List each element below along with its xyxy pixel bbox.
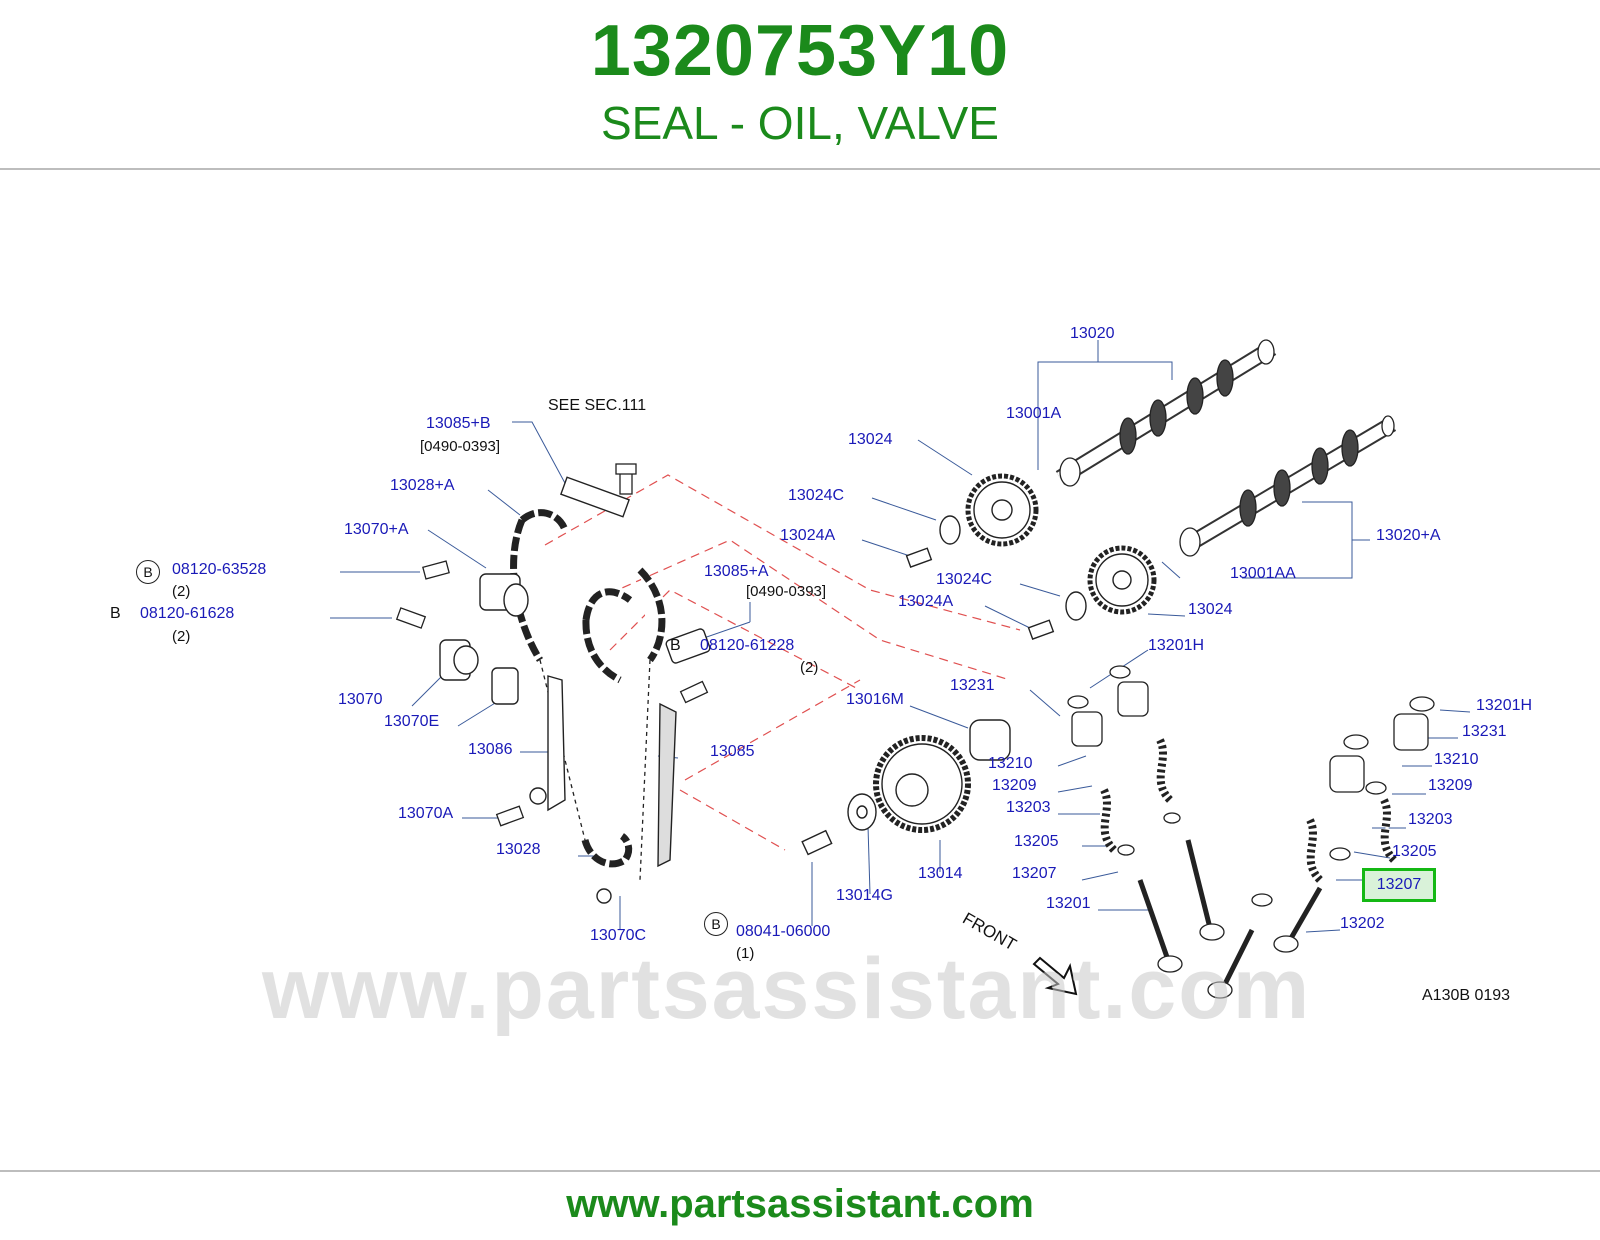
part-label-13020A[interactable]: 13020+A [1376,527,1441,544]
part-label-13210-2[interactable]: 13210 [1434,751,1479,768]
part-label-13070A[interactable]: 13070A [398,805,454,822]
part-name-subtitle: SEAL - OIL, VALVE [601,97,999,149]
page-header: 1320753Y10 SEAL - OIL, VALVE [0,0,1600,168]
date-range-13085A: [0490-0393] [746,583,827,600]
b-mark: B [670,637,681,654]
part-label-13202[interactable]: 13202 [1340,915,1385,932]
part-label-13201H[interactable]: 13201H [1148,637,1205,654]
part-label-13209[interactable]: 13209 [992,777,1037,794]
part-label-13024C-2[interactable]: 13024C [936,571,993,588]
header-divider [0,168,1600,170]
part-label-13024A-2[interactable]: 13024A [898,593,954,610]
part-number-title: 1320753Y10 [590,11,1010,91]
part-label-08120-61228[interactable]: 08120-61228 [700,637,795,654]
valve-train-middle [1067,665,1225,973]
date-range-13085B: [0490-0393] [420,438,501,455]
part-label-08120-63528[interactable]: 08120-63528 [172,561,267,578]
part-label-13014G[interactable]: 13014G [836,887,893,904]
part-label-13085A[interactable]: 13085+A [704,563,769,580]
part-label-08041-06000[interactable]: 08041-06000 [736,923,831,940]
part-label-13210[interactable]: 13210 [988,755,1033,772]
bolts [395,463,709,827]
camshaft-lower [1179,415,1397,557]
valve-train-right [1207,696,1435,999]
part-label-13070E[interactable]: 13070E [384,713,440,730]
part-label-13001A[interactable]: 13001A [1006,405,1062,422]
part-label-13203[interactable]: 13203 [1006,799,1051,816]
assembly-dashed-lines [544,474,1021,851]
part-label-13207[interactable]: 13207 [1012,865,1057,882]
part-label-13070[interactable]: 13070 [338,691,383,708]
see-section-note: SEE SEC.111 [548,397,647,414]
quantity-08120-61628: (2) [172,628,191,645]
part-label-13085[interactable]: 13085 [710,743,755,760]
part-label-13024-2[interactable]: 13024 [1188,601,1233,618]
part-label-08120-61628[interactable]: 08120-61628 [140,605,235,622]
part-label-13205-2[interactable]: 13205 [1392,843,1437,860]
leader-lines [330,340,1471,933]
part-label-13028[interactable]: 13028 [496,841,541,858]
highlighted-part-label: 13207 [1376,876,1422,893]
footer-url[interactable]: www.partsassistant.com [566,1182,1034,1226]
part-label-13024A[interactable]: 13024A [780,527,836,544]
reference-code: A130B 0193 [1422,987,1511,1004]
chain-guides-tensioners [439,476,711,904]
b-mark: B [110,605,121,622]
part-label-13070C[interactable]: 13070C [590,927,647,944]
part-label-13020[interactable]: 13020 [1070,325,1115,342]
part-label-13231-2[interactable]: 13231 [1462,723,1507,740]
front-arrow-icon [1032,956,1078,996]
part-label-13231[interactable]: 13231 [950,677,995,694]
sprockets [801,473,1157,856]
part-label-13209-2[interactable]: 13209 [1428,777,1473,794]
part-label-13205[interactable]: 13205 [1014,833,1059,850]
part-label-13201H-2[interactable]: 13201H [1476,697,1533,714]
part-label-13014[interactable]: 13014 [918,865,963,882]
part-label-13028A[interactable]: 13028+A [390,477,455,494]
part-label-13085B[interactable]: 13085+B [426,415,491,432]
timing-chains [510,509,666,881]
part-label-13086[interactable]: 13086 [468,741,513,758]
highlighted-part-13207[interactable]: 13207 [1362,868,1436,902]
quantity-08120-61228: (2) [800,659,819,676]
b-mark: B [704,912,728,936]
b-mark: B [136,560,160,584]
quantity-08120-63528: (2) [172,583,191,600]
part-label-13201[interactable]: 13201 [1046,895,1091,912]
parts-diagram: www.partsassistant.com SEE SEC.111 FRONT… [0,300,1600,1037]
part-label-13070A-plus[interactable]: 13070+A [344,521,409,538]
quantity-08041-06000: (1) [736,945,755,962]
part-label-13024[interactable]: 13024 [848,431,893,448]
camshaft-upper [1055,339,1277,487]
part-label-13203-2[interactable]: 13203 [1408,811,1453,828]
diagram-drawing [330,339,1471,999]
part-label-13016M[interactable]: 13016M [846,691,904,708]
footer-divider [0,1170,1600,1172]
part-label-13001AA[interactable]: 13001AA [1230,565,1296,582]
part-label-13024C[interactable]: 13024C [788,487,845,504]
